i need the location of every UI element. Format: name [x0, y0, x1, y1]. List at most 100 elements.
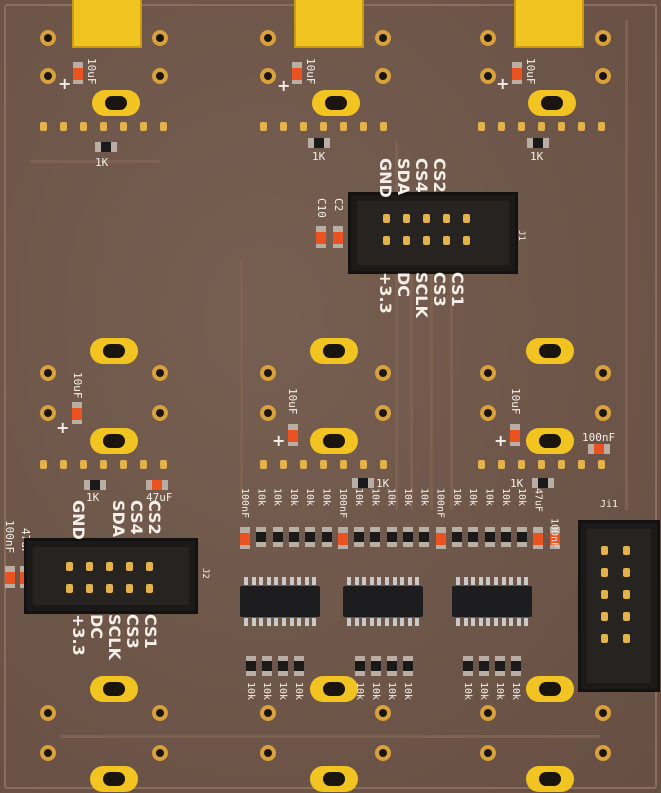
connector-top-signal-labels: GND SDA CS4 CS2	[376, 158, 449, 198]
ic-pin	[456, 618, 460, 626]
ic-pin	[244, 618, 248, 626]
component-label: 10k	[402, 682, 413, 701]
component-label: 10k	[462, 682, 473, 701]
polarity-mark: +	[496, 74, 510, 93]
through-hole-pad	[260, 30, 276, 46]
header-pin	[320, 122, 327, 131]
header-pin	[518, 460, 525, 469]
mounting-slot-pad	[526, 766, 574, 792]
ic-pin	[369, 577, 374, 585]
capacitor-c2	[333, 226, 343, 248]
mounting-slot-pad	[90, 766, 138, 792]
connector-left-signal-labels: GND SDA CS4 CS2	[69, 500, 164, 540]
component-label: 10k	[418, 488, 430, 507]
connector-ref: J2	[200, 568, 210, 579]
component-label: 10k	[494, 682, 505, 701]
header-pin	[280, 122, 287, 131]
ic-pin	[524, 577, 529, 585]
connector-pin	[106, 584, 113, 593]
pin-label: SCLK	[412, 272, 431, 318]
res-label: 1K	[312, 150, 326, 163]
pin-label: CS1	[141, 614, 160, 649]
ic-pin	[244, 577, 248, 585]
trace	[410, 270, 413, 510]
ic-pin	[274, 618, 279, 626]
resistor	[288, 527, 299, 547]
trace	[240, 260, 243, 500]
connector-pin	[601, 590, 608, 599]
cap-label: 100nF	[582, 431, 616, 444]
through-hole-pad	[260, 745, 276, 761]
header-pin	[498, 460, 505, 469]
capacitor-c10	[316, 226, 326, 248]
cap-label: 10uF	[286, 388, 299, 415]
resistor	[256, 527, 267, 547]
pin-label: CS3	[430, 272, 449, 307]
ic-pin	[259, 577, 264, 585]
connector-pin	[66, 584, 73, 593]
header-pin	[320, 460, 327, 469]
ic-pin	[509, 618, 514, 626]
trace	[60, 735, 600, 738]
trace	[430, 270, 433, 510]
component-label: 10k	[287, 488, 299, 507]
header-pin	[60, 122, 67, 131]
resistor	[352, 478, 374, 488]
ic-pin	[516, 577, 521, 585]
ic-pin	[456, 577, 460, 585]
through-hole-pad	[480, 705, 496, 721]
resistor	[484, 527, 495, 547]
through-hole-pad	[375, 405, 391, 421]
resistor	[463, 656, 473, 676]
mounting-slot-pad	[526, 428, 574, 454]
pin-label: CS3	[123, 614, 142, 649]
trace	[395, 140, 398, 510]
header-pin	[578, 122, 585, 131]
header-pin	[260, 460, 267, 469]
mounting-slot-pad	[310, 766, 358, 792]
component-label: 100nF	[548, 518, 560, 549]
header-pin	[360, 460, 367, 469]
through-hole-pad	[260, 705, 276, 721]
connector-pin	[601, 568, 608, 577]
ic-pin	[478, 618, 483, 626]
ic-pin	[312, 577, 317, 585]
capacitor	[588, 444, 610, 454]
component-label: 10k	[261, 682, 272, 701]
header-pin	[160, 122, 167, 131]
connector-pin	[443, 236, 450, 245]
component-label: 10k	[353, 488, 365, 507]
mounting-slot-pad	[526, 676, 574, 702]
capacitor	[292, 62, 302, 84]
through-hole-pad	[480, 745, 496, 761]
header-pin	[280, 460, 287, 469]
resistor	[262, 656, 272, 676]
component-label: 10k	[516, 488, 528, 507]
pin-label: CS4	[127, 500, 146, 535]
ic-pin	[392, 618, 397, 626]
mounting-slot-pad	[92, 90, 140, 116]
ic-pin	[478, 577, 483, 585]
ic-pin	[362, 618, 367, 626]
header-pin	[538, 460, 545, 469]
header-pin	[380, 122, 387, 131]
through-hole-pad	[40, 745, 56, 761]
resistor	[419, 527, 430, 547]
polarity-mark: +	[58, 74, 72, 93]
header-pin	[160, 460, 167, 469]
through-hole-pad	[40, 405, 56, 421]
connector-top-header	[348, 192, 518, 274]
through-hole-pad	[40, 30, 56, 46]
header-pin	[360, 122, 367, 131]
c10-label: C10	[315, 198, 328, 218]
polarity-mark: +	[494, 431, 508, 450]
component-label: 10k	[385, 488, 397, 507]
component-label: 100nF	[336, 488, 348, 519]
connector-pin	[66, 562, 73, 571]
component-label: 100nF	[434, 488, 446, 519]
connector-pin	[463, 236, 470, 245]
connector-pin	[383, 236, 390, 245]
connector-left-bottom-labels: +3.3 DC SCLK CS3 CS1	[69, 614, 160, 660]
ic-pin	[304, 577, 309, 585]
